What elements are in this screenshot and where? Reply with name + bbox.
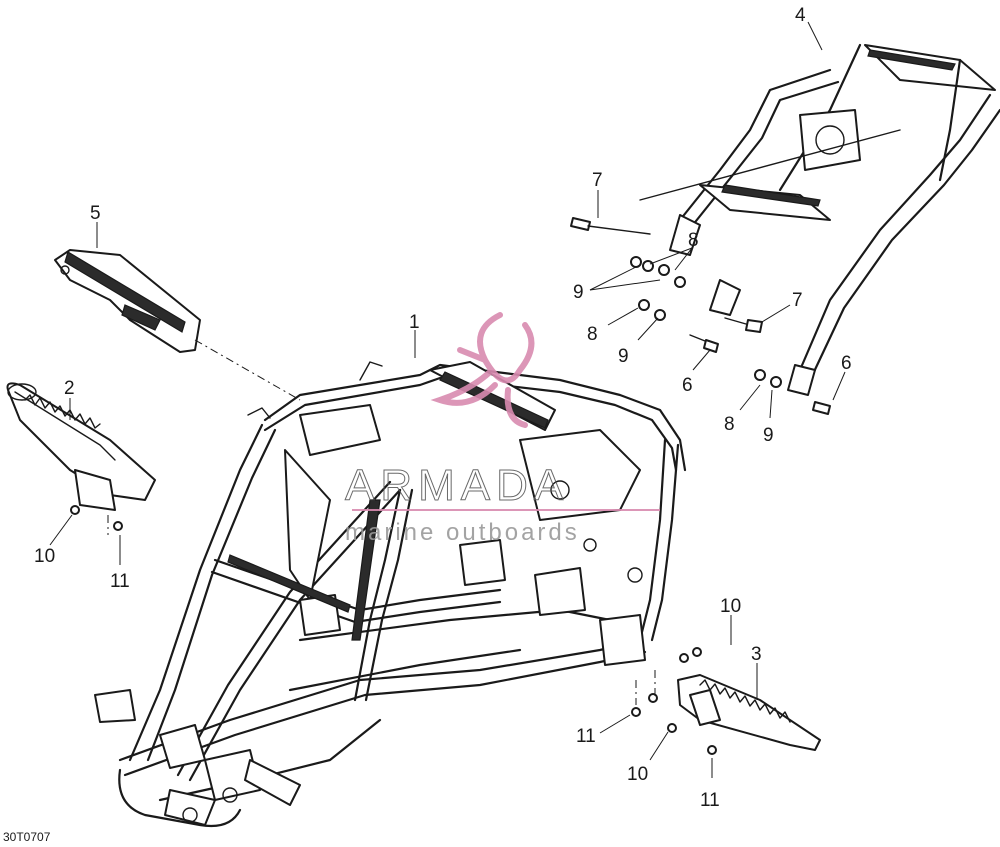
callout-3: 3 [751, 644, 762, 665]
callout-8: 8 [587, 324, 598, 345]
footrest-left [6, 382, 156, 535]
callout-10: 10 [34, 546, 55, 567]
callout-7: 7 [792, 290, 803, 311]
callout-8: 8 [724, 414, 735, 435]
guard-part-5 [54, 249, 301, 401]
leader-lines [49, 21, 846, 778]
callout-4: 4 [795, 5, 806, 26]
callout-11: 11 [576, 726, 596, 747]
callout-10: 10 [627, 764, 648, 785]
subframe-hardware [570, 217, 831, 415]
callout-11: 11 [700, 790, 720, 811]
callout-10: 10 [720, 596, 741, 617]
drawing-code: 30T0707 [3, 830, 51, 844]
footrest-right [631, 647, 821, 755]
callout-6: 6 [841, 353, 852, 374]
callout-11: 11 [110, 571, 130, 592]
callouts: 1 2 3 4 5 6 6 7 7 8 8 8 9 9 9 10 10 10 1… [34, 5, 852, 811]
main-frame [94, 361, 687, 828]
rear-subframe [639, 43, 1000, 396]
callout-2: 2 [64, 378, 75, 399]
callout-5: 5 [90, 203, 101, 224]
watermark-brand: ARMADA [345, 461, 569, 510]
callout-9: 9 [618, 346, 629, 367]
watermark-tagline: marine outboards [345, 519, 580, 546]
armada-watermark: ARMADA marine outboards [345, 312, 660, 546]
callout-9: 9 [573, 282, 584, 303]
callout-1: 1 [409, 312, 420, 333]
callout-6: 6 [682, 375, 693, 396]
callout-9: 9 [763, 425, 774, 446]
callout-7: 7 [592, 170, 603, 191]
callout-8: 8 [688, 230, 699, 251]
